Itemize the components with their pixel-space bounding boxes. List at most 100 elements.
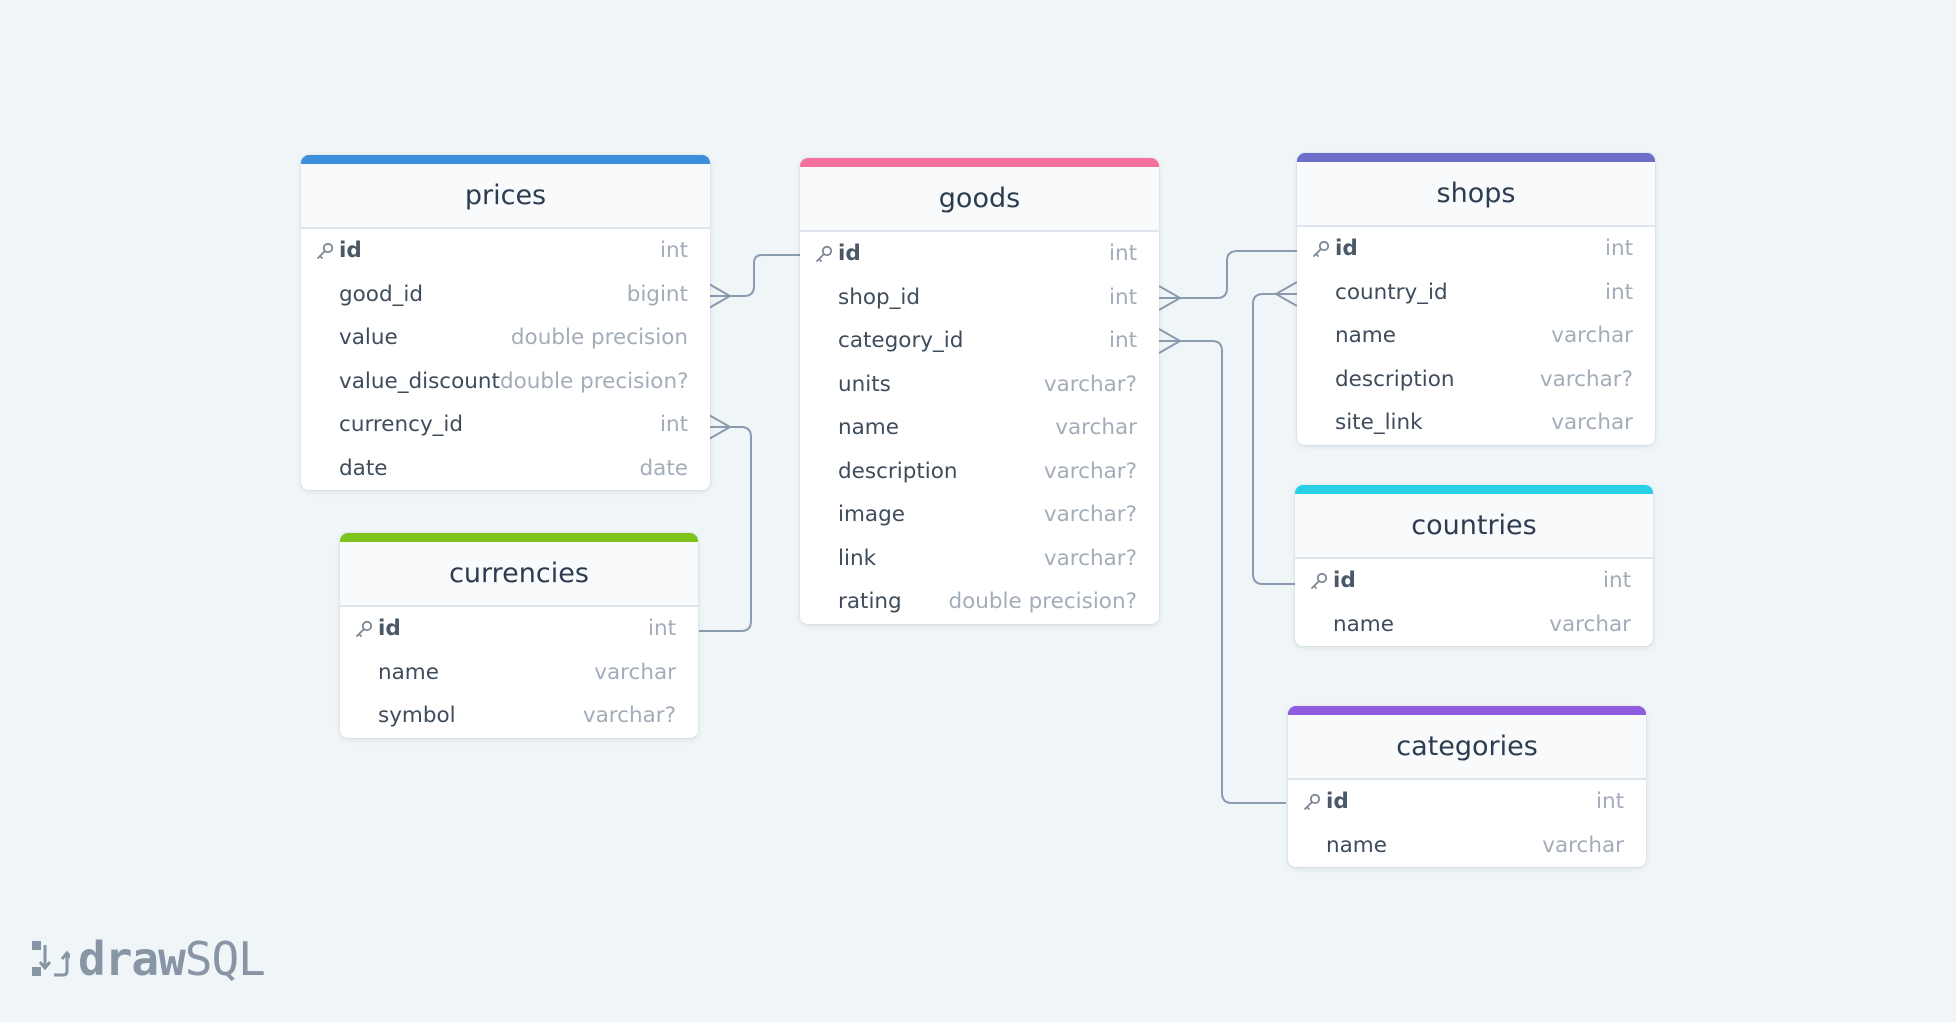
field-type: varchar <box>1549 611 1631 637</box>
field-name: currency_id <box>339 412 464 438</box>
table-title[interactable]: categories <box>1288 715 1646 780</box>
field-name: id <box>378 616 401 642</box>
field-name: units <box>838 371 891 397</box>
key-spacer <box>313 326 337 350</box>
relation-shops-country-id-countries-id[interactable] <box>1252 281 1298 585</box>
field-type: varchar <box>1551 410 1633 436</box>
key-spacer <box>1309 324 1333 348</box>
key-spacer <box>812 546 836 570</box>
field-name: id <box>1333 568 1356 594</box>
field-row-id[interactable]: id int <box>301 229 710 273</box>
key-spacer <box>313 413 337 437</box>
field-name: country_id <box>1335 279 1448 305</box>
key-spacer <box>812 329 836 353</box>
key-spacer <box>1300 833 1324 857</box>
field-row-currency-id[interactable]: currency_id int <box>301 403 710 447</box>
relation-prices-good-id-goods-id[interactable] <box>708 254 800 309</box>
field-type: varchar? <box>1539 366 1633 392</box>
brand-name-light: SQL <box>184 932 266 986</box>
field-name: name <box>378 659 439 685</box>
field-type: double precision <box>510 325 688 351</box>
table-title[interactable]: shops <box>1297 162 1655 227</box>
primary-key-icon <box>1300 790 1324 814</box>
field-name: name <box>1335 323 1396 349</box>
field-name: site_link <box>1335 410 1423 436</box>
field-row-units[interactable]: units varchar? <box>800 363 1159 407</box>
field-type: varchar? <box>582 703 676 729</box>
field-name: name <box>1333 611 1394 637</box>
primary-key-icon <box>352 617 376 641</box>
field-type: varchar <box>594 659 676 685</box>
table-color-bar <box>1288 706 1646 715</box>
field-name: category_id <box>838 328 964 354</box>
table-color-bar <box>1297 153 1655 162</box>
field-type: varchar? <box>1043 458 1137 484</box>
key-spacer <box>1309 280 1333 304</box>
field-type: int <box>1108 284 1137 310</box>
relation-goods-category-id-categories-id[interactable] <box>1158 328 1286 804</box>
field-name: date <box>339 455 388 481</box>
field-name: good_id <box>339 281 423 307</box>
field-row-name[interactable]: name varchar <box>1295 603 1653 647</box>
field-type: varchar? <box>1043 371 1137 397</box>
field-type: double precision? <box>948 589 1137 615</box>
field-name: id <box>339 238 362 264</box>
field-name: id <box>1326 789 1349 815</box>
field-row-category-id[interactable]: category_id int <box>800 319 1159 363</box>
field-type: varchar? <box>1043 502 1137 528</box>
key-spacer <box>812 372 836 396</box>
table-title[interactable]: goods <box>800 167 1159 232</box>
key-spacer <box>1309 367 1333 391</box>
field-name: description <box>838 458 958 484</box>
field-row-name[interactable]: name varchar <box>340 651 698 695</box>
field-name: image <box>838 502 905 528</box>
field-row-site-link[interactable]: site_link varchar <box>1297 401 1655 445</box>
key-spacer <box>812 459 836 483</box>
key-spacer <box>352 660 376 684</box>
table-color-bar <box>340 533 698 542</box>
relation-goods-shop-id-shops-id[interactable] <box>1158 250 1297 311</box>
field-row-image[interactable]: image varchar? <box>800 493 1159 537</box>
brand-name-bold: draw <box>78 932 186 986</box>
table-title[interactable]: prices <box>301 164 710 229</box>
table-color-bar <box>1295 485 1653 494</box>
field-type: date <box>639 455 688 481</box>
field-row-date[interactable]: date date <box>301 447 710 491</box>
table-title[interactable]: countries <box>1295 494 1653 559</box>
field-row-description[interactable]: description varchar? <box>800 450 1159 494</box>
field-type: varchar? <box>1043 545 1137 571</box>
field-type: int <box>659 238 688 264</box>
table-title[interactable]: currencies <box>340 542 698 607</box>
drawsql-logo-icon <box>32 941 70 977</box>
field-type: int <box>659 412 688 438</box>
key-spacer <box>313 456 337 480</box>
field-type: int <box>1108 328 1137 354</box>
key-spacer <box>812 503 836 527</box>
field-type: double precision? <box>499 368 689 394</box>
